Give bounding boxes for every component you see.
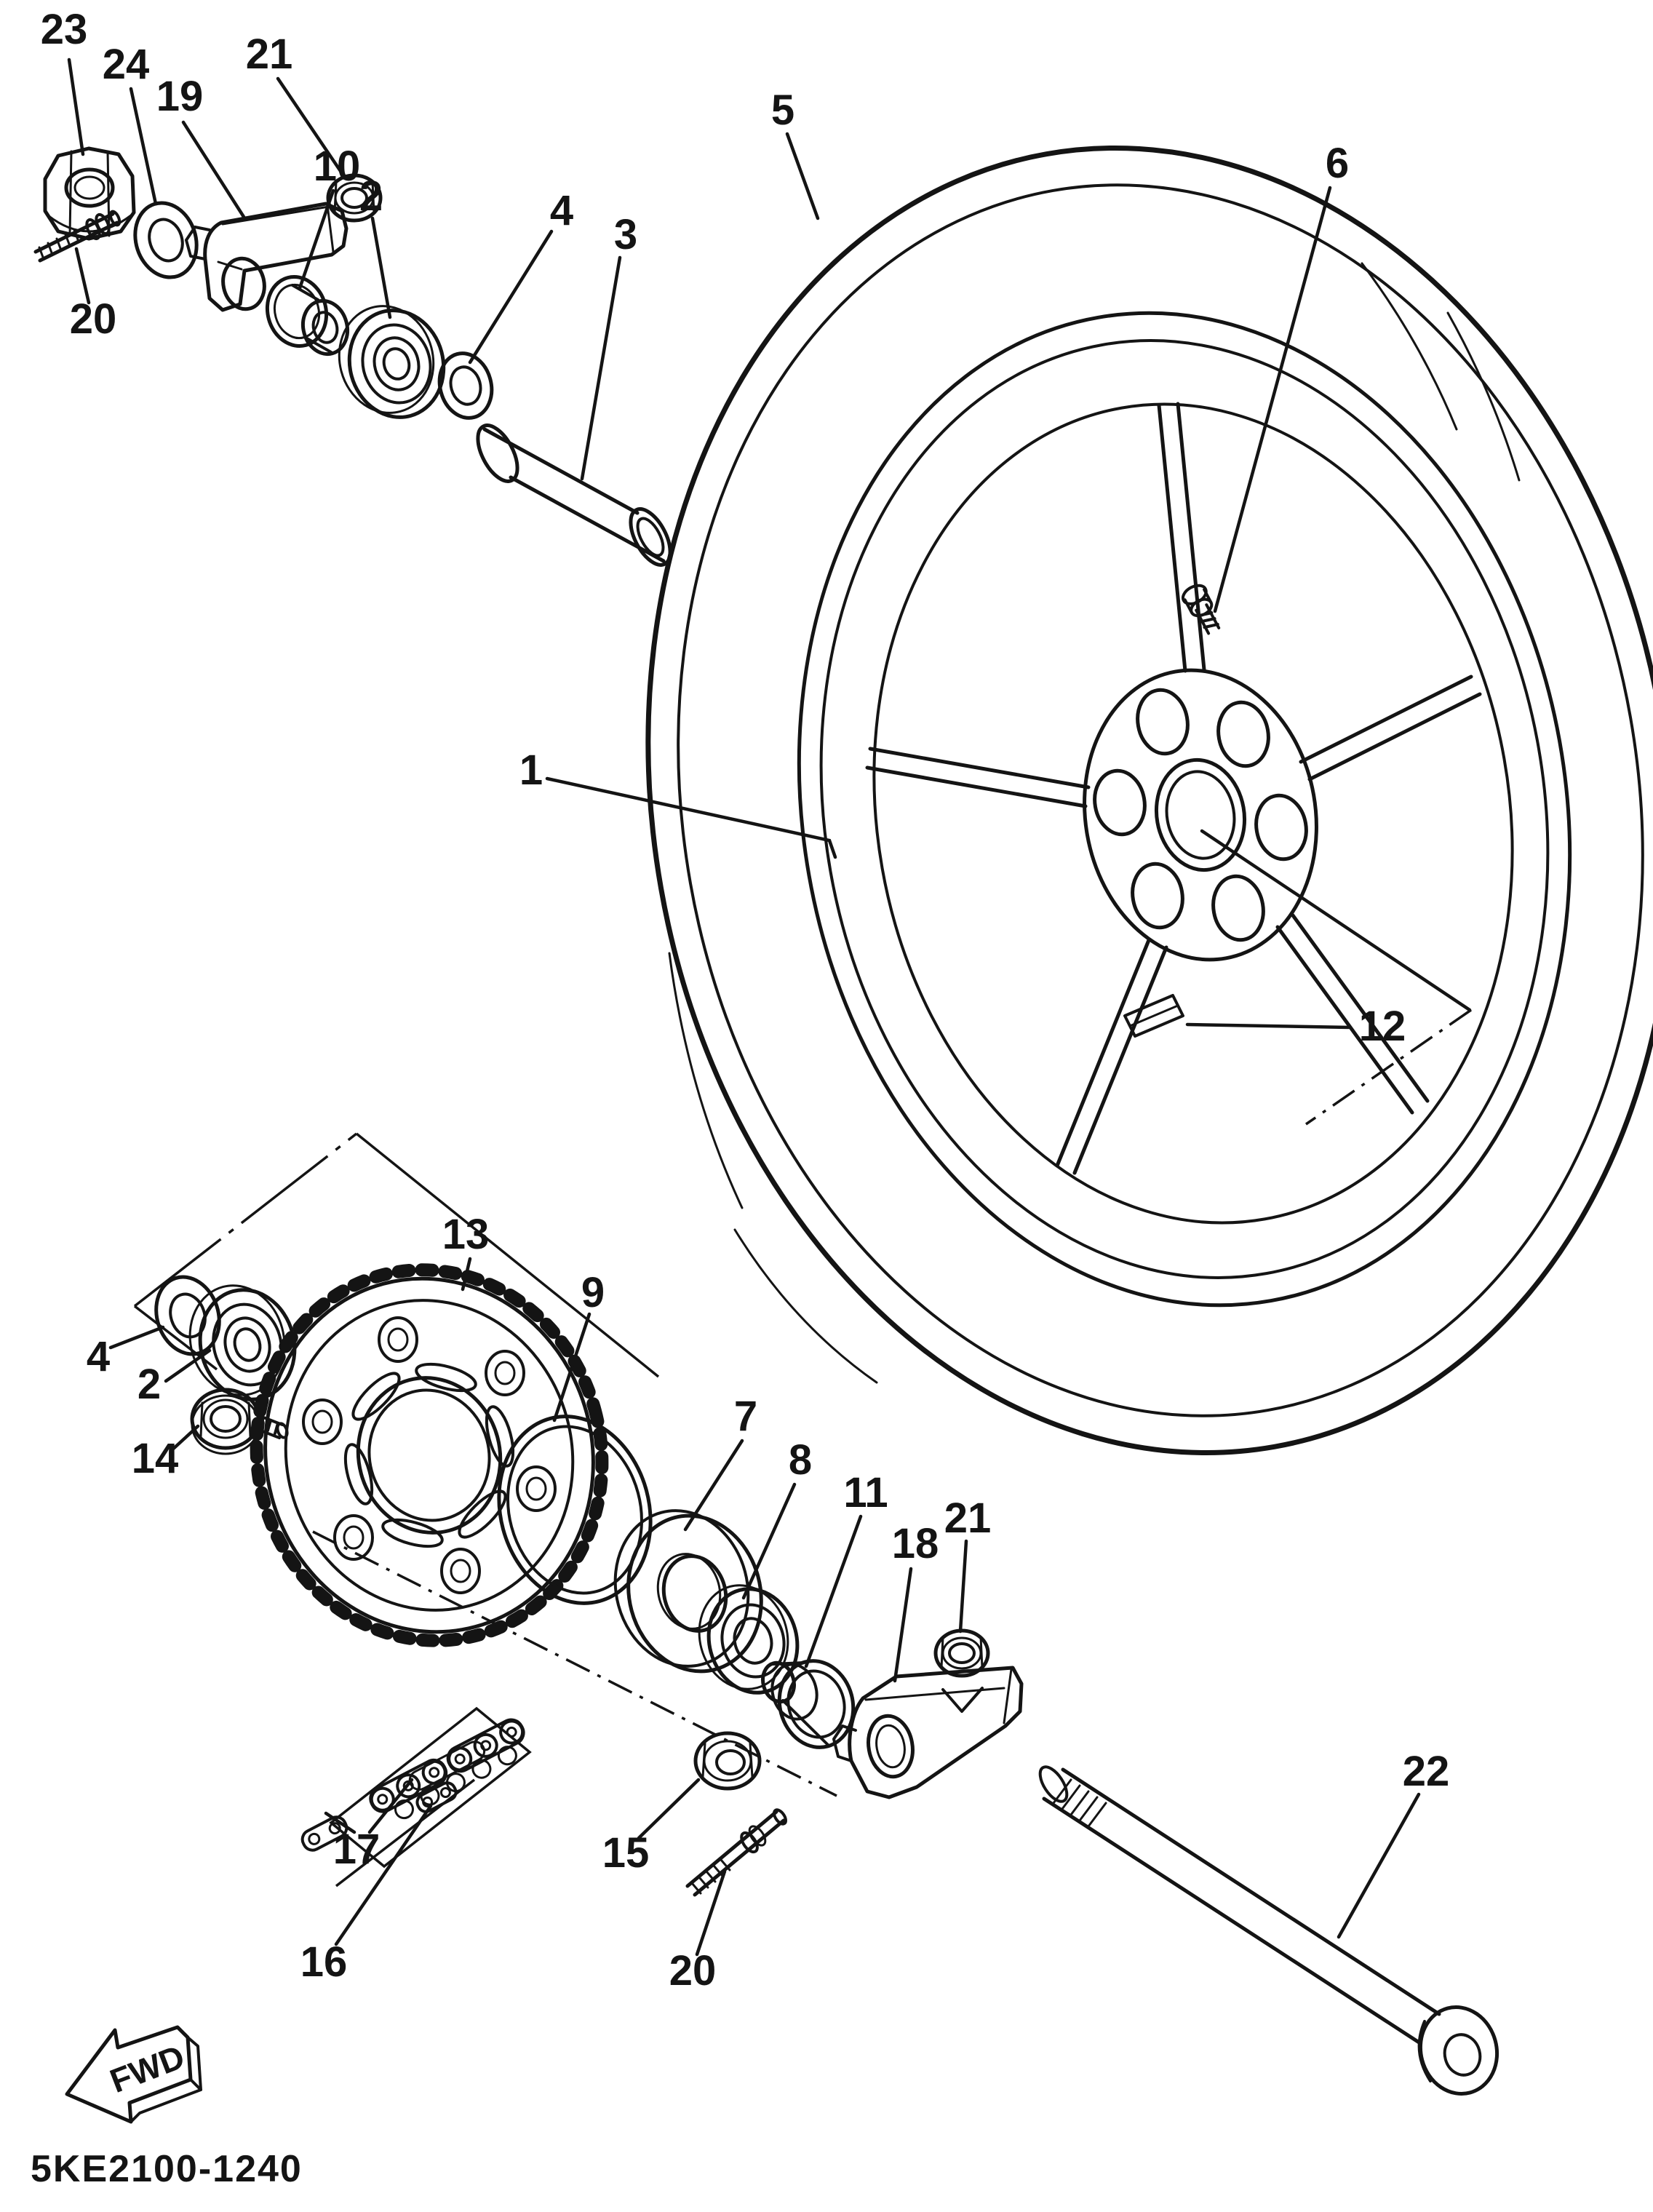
leader-line-16 [334, 1804, 433, 1946]
part-number-label-1: 1 [519, 747, 543, 794]
leader-line-13 [461, 1257, 472, 1292]
drawing-code: 5KE2100-1240 [31, 2148, 303, 2190]
part-number-label-15: 15 [602, 1829, 650, 1877]
washer-7 [613, 1509, 763, 1674]
part-number-label-23: 23 [41, 6, 88, 53]
leader-line-2 [370, 216, 392, 319]
axle-22 [1038, 1765, 1499, 2096]
nut-15 [693, 1731, 762, 1791]
part-number-label-9: 9 [581, 1269, 605, 1316]
adjuster-stud-20-top [33, 210, 122, 263]
leader-line-21 [958, 1539, 968, 1634]
washer-4-top [437, 351, 494, 420]
tire [645, 145, 1653, 1456]
sprocket-13 [250, 1263, 609, 1647]
chain-puller-left-19 [185, 202, 348, 312]
spacer-tube-3 [476, 423, 672, 567]
stud-nut-14 [190, 1388, 289, 1455]
part-number-label-8: 8 [789, 1436, 812, 1484]
leader-line-14 [169, 1424, 200, 1453]
chain-detail-box [329, 1706, 532, 1887]
adjuster-stud-20-bottom [685, 1808, 787, 1897]
wheel-spokes [865, 402, 1482, 1175]
part-number-label-11: 11 [843, 1469, 888, 1516]
oring-9 [497, 1415, 653, 1605]
part-number-label-20: 20 [669, 1947, 717, 1994]
leader-line-9 [552, 1312, 592, 1423]
part-number-label-14: 14 [132, 1435, 179, 1482]
leader-line-19 [181, 120, 246, 219]
part-number-label-24: 24 [103, 41, 150, 88]
part-number-label-16: 16 [300, 1938, 348, 1986]
part-number-label-21: 21 [944, 1495, 992, 1542]
collar-11 [761, 1659, 856, 1749]
part-number-label-20: 20 [70, 295, 117, 343]
fwd-arrow: FWD [65, 2025, 202, 2124]
leader-line-17-b [367, 1778, 414, 1834]
leader-line-15 [637, 1778, 701, 1840]
leader-line-11 [804, 1514, 863, 1668]
part-number-label-6: 6 [1326, 140, 1349, 187]
leader-line-18 [893, 1567, 913, 1683]
leader-line-10 [298, 188, 335, 290]
part-number-label-12: 12 [1359, 1003, 1406, 1050]
wheel-hub [1083, 668, 1318, 962]
part-number-label-13: 13 [442, 1211, 490, 1258]
nut-21-bottom [933, 1628, 990, 1678]
leader-line-3 [580, 255, 622, 481]
sprocket-bolt-holes [302, 1316, 557, 1594]
leader-line-12-b [1200, 829, 1472, 1012]
part-number-label-10: 10 [314, 143, 361, 190]
leader-line-23 [67, 57, 85, 156]
leader-line-2 [164, 1348, 212, 1383]
part-number-label-22: 22 [1403, 1748, 1450, 1795]
leader-line-7 [683, 1439, 744, 1532]
construction-lines [133, 1008, 1472, 1797]
leader-line-22 [1337, 1792, 1421, 1939]
leader-line-8 [741, 1482, 797, 1600]
part-number-label-5: 5 [771, 87, 794, 134]
leader-line-12 [1185, 1022, 1353, 1030]
part-number-label-2: 2 [138, 1361, 161, 1408]
nut-21-top [326, 173, 383, 223]
leader-line-5 [785, 132, 820, 220]
leader-line-20 [74, 247, 91, 305]
part-number-label-7: 7 [734, 1393, 757, 1440]
part-number-label-21: 21 [246, 31, 293, 78]
chain-puller-right-18 [832, 1666, 1024, 1799]
part-number-label-3: 3 [614, 211, 637, 258]
bearing-8 [698, 1584, 800, 1695]
part-number-label-4: 4 [87, 1333, 110, 1380]
leader-line-1 [545, 776, 837, 859]
washer-24 [133, 201, 199, 279]
leader-line-20 [695, 1869, 727, 1957]
leader-line-4 [108, 1325, 165, 1350]
leader-line-6 [1213, 186, 1332, 613]
leader-line-4 [468, 229, 554, 365]
collar-10 [265, 274, 350, 357]
leader-line-21 [276, 76, 347, 180]
part-number-label-17: 17 [333, 1826, 381, 1873]
leader-line-17 [324, 1811, 357, 1834]
part-number-label-2: 2 [359, 172, 383, 220]
part-number-label-19: 19 [156, 73, 204, 120]
sprocket-slots [343, 1362, 515, 1548]
part-number-label-18: 18 [892, 1520, 939, 1567]
leader-line-24 [129, 87, 158, 206]
valve-stem [1181, 584, 1221, 635]
rim [797, 311, 1572, 1308]
balance-weight [1123, 994, 1184, 1038]
drive-chain-17 [369, 1718, 525, 1820]
part-number-label-4: 4 [550, 187, 573, 234]
bearing-2-top [338, 305, 446, 419]
